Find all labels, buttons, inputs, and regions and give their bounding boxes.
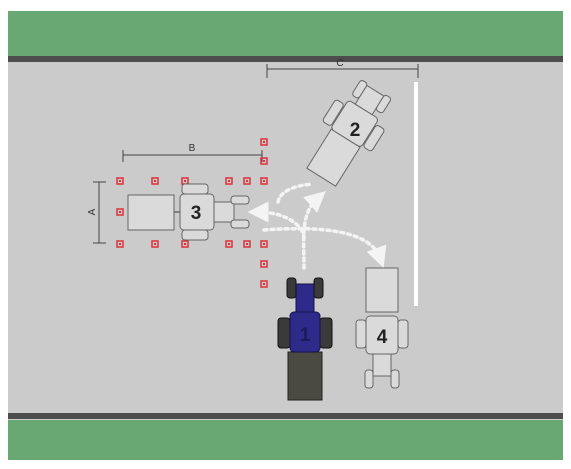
cone-marker	[151, 177, 159, 185]
cone-marker-dot	[119, 211, 121, 213]
cone-marker-dot	[246, 243, 248, 245]
road-surface	[8, 56, 563, 420]
grass-strip-top	[8, 11, 563, 56]
arrow-to-vehicle-2	[301, 191, 326, 270]
arrow-from-vehicle-2	[276, 182, 314, 204]
grass-strip-bottom	[8, 420, 563, 460]
cone-marker-dot	[184, 180, 186, 182]
cone-marker-dot	[263, 283, 265, 285]
cone-marker	[225, 177, 233, 185]
cone-marker	[181, 240, 189, 248]
dimension-b: B	[122, 143, 263, 162]
dimension-b-label: B	[189, 143, 196, 154]
road-edge-top	[8, 56, 563, 62]
dimension-c: C	[266, 58, 419, 78]
vehicle-1-front-wheel-left	[286, 277, 297, 299]
vehicle-4-front-wheel-right	[390, 369, 400, 389]
arrow-to-vehicle-3	[247, 201, 306, 240]
vehicle-1-rear-wheel-left	[277, 317, 291, 349]
cone-marker-dot	[119, 243, 121, 245]
vehicle-2-rear-wheel-left	[322, 99, 344, 126]
cone-marker	[116, 240, 124, 248]
cone-marker	[225, 240, 233, 248]
vehicle-1-rear-wheel-right	[319, 317, 333, 349]
cone-marker-dot	[154, 180, 156, 182]
vehicle-4-rear-wheel-right	[397, 319, 409, 349]
vehicle-1-label: 1	[300, 325, 311, 346]
vehicle-4-rear-wheel-left	[355, 319, 367, 349]
cone-marker	[151, 240, 159, 248]
vehicle-1-front-wheel-right	[313, 277, 324, 299]
dimension-c-label: C	[336, 58, 343, 69]
cone-marker-dot	[228, 243, 230, 245]
cone-marker	[260, 280, 268, 288]
vehicle-4-trailer	[365, 267, 399, 313]
cone-marker	[260, 240, 268, 248]
cone-marker-dot	[263, 141, 265, 143]
vehicle-3-front-wheel-top	[230, 195, 250, 205]
cone-marker-dot	[154, 243, 156, 245]
cone-marker-dot	[228, 180, 230, 182]
cone-marker	[243, 240, 251, 248]
vehicle-4: 4	[355, 267, 409, 389]
cone-marker	[260, 260, 268, 268]
cone-marker	[116, 208, 124, 216]
road-edge-bottom	[8, 413, 563, 419]
vehicle-1-trailer	[287, 351, 323, 401]
boundary-line	[414, 82, 418, 306]
dimension-a: A	[87, 181, 106, 244]
cone-markers	[116, 138, 268, 288]
maneuver-arrows	[247, 182, 387, 270]
vehicle-2-rear-wheel-right	[363, 125, 385, 152]
arrow-to-vehicle-4	[262, 226, 387, 268]
vehicle-4-hood	[372, 353, 392, 377]
cone-marker	[116, 177, 124, 185]
vehicle-3-hood	[213, 201, 235, 223]
vehicle-2-front-wheel-left	[352, 80, 368, 99]
vehicle-2-label: 2	[350, 120, 361, 141]
vehicle-3-trailer	[127, 194, 175, 231]
vehicle-3: 3	[127, 183, 250, 241]
cone-marker-dot	[246, 180, 248, 182]
vehicle-3-rear-wheel-bottom	[181, 229, 209, 241]
cone-marker	[260, 138, 268, 146]
cone-marker-dot	[263, 243, 265, 245]
cone-marker-dot	[119, 180, 121, 182]
cone-marker-dot	[263, 263, 265, 265]
cone-marker-dot	[184, 243, 186, 245]
vehicle-1-hood	[295, 283, 315, 313]
vehicle-2-front-wheel-right	[375, 94, 392, 114]
vehicle-3-rear-wheel-top	[181, 183, 209, 195]
cone-marker	[260, 157, 268, 165]
vehicle-3-front-wheel-bottom	[230, 219, 250, 229]
vehicle-2	[306, 80, 392, 187]
dimension-a-label: A	[87, 208, 98, 215]
vehicle-3-label: 3	[191, 203, 202, 224]
vehicle-4-label: 4	[377, 327, 388, 348]
cone-marker-dot	[263, 160, 265, 162]
vehicle-1: 1	[277, 277, 333, 401]
vehicle-4-front-wheel-left	[364, 369, 374, 389]
cone-marker	[243, 177, 251, 185]
cone-marker	[260, 177, 268, 185]
cone-marker-dot	[263, 180, 265, 182]
